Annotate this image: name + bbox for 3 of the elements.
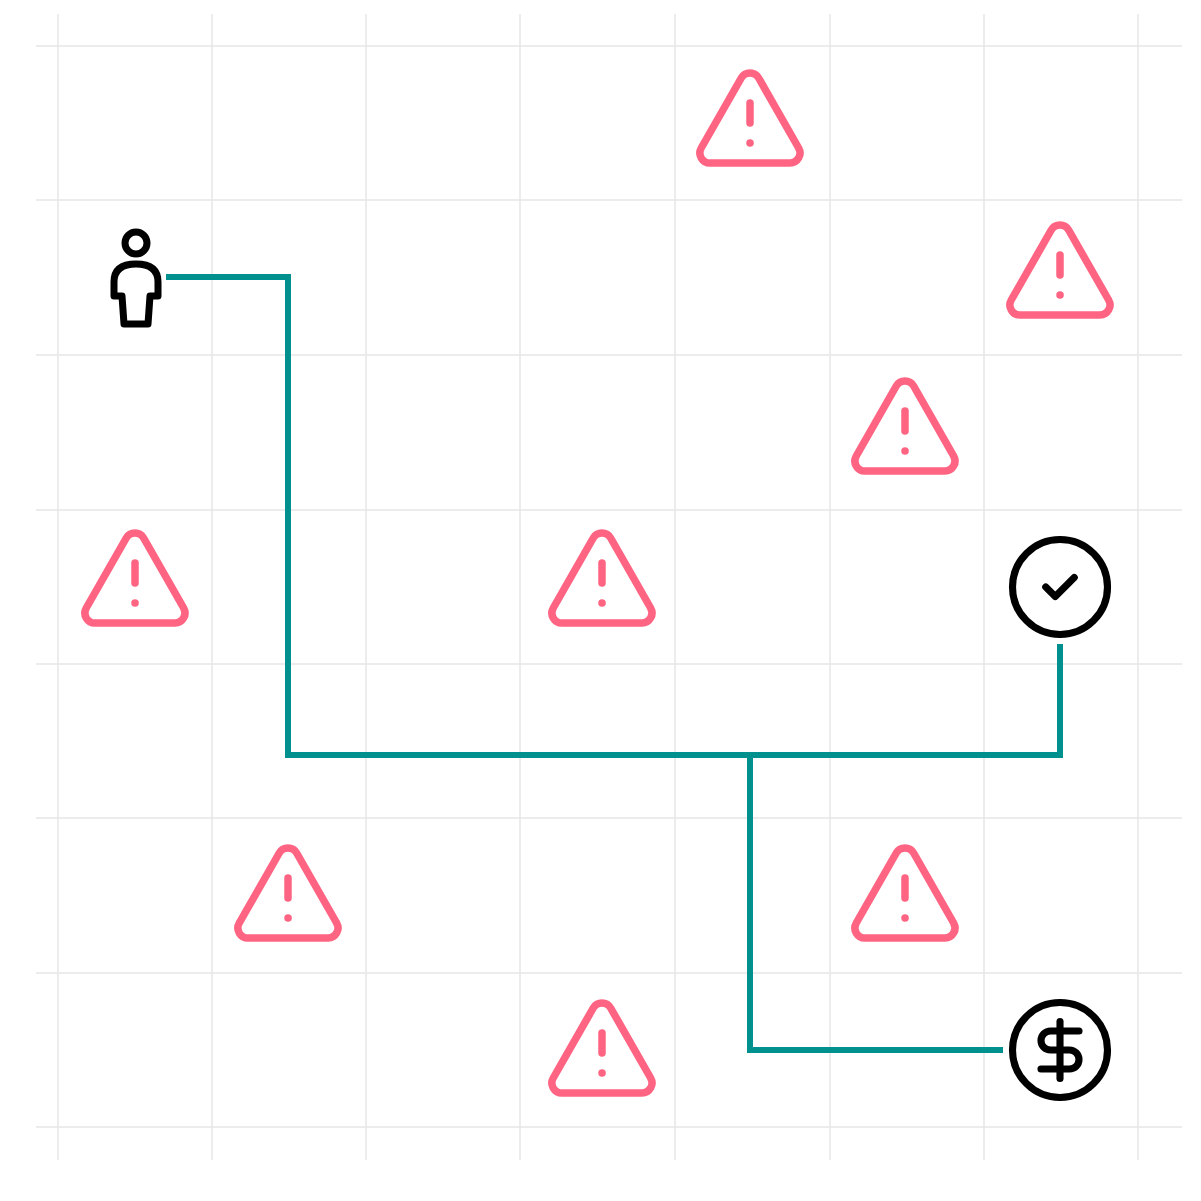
connector-line: [747, 755, 1003, 1053]
connector-line: [750, 644, 1063, 758]
connector-line: [166, 274, 750, 758]
